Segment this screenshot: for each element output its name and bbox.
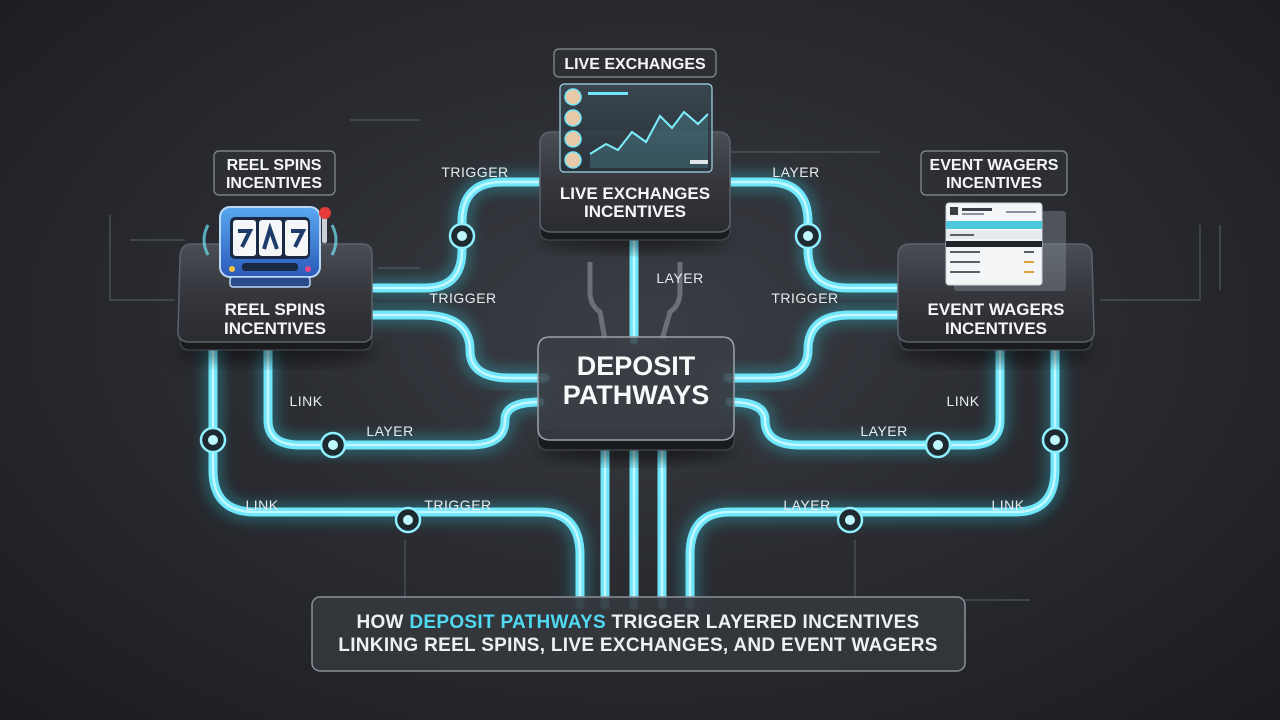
junction-dot [836, 506, 864, 534]
junction-dot [794, 222, 822, 250]
label-left-layer: LAYER [366, 423, 413, 439]
label-bottom-right-link: LINK [991, 497, 1024, 513]
event-title-line2: INCENTIVES [946, 175, 1042, 192]
junction-dot [924, 431, 952, 459]
junction-dot [448, 222, 476, 250]
live-chart-icon [559, 83, 713, 173]
center-wires [587, 262, 683, 341]
live-node-line2: INCENTIVES [584, 202, 686, 221]
live-node-line1: LIVE EXCHANGES [560, 184, 710, 203]
label-bottom-right-layer: LAYER [783, 497, 830, 513]
junction-dot [394, 506, 422, 534]
caption-line1-accent: DEPOSIT PATHWAYS [409, 612, 606, 633]
live-title: LIVE EXCHANGES [564, 56, 706, 73]
betting-slip-icon [945, 202, 1066, 291]
caption-box: HOW DEPOSIT PATHWAYS TRIGGER LAYERED INC… [311, 596, 966, 672]
center-line2: PATHWAYS [563, 380, 710, 410]
junction-dots [199, 222, 1069, 534]
slot-machine-icon [202, 206, 338, 288]
event-node-line1: EVENT WAGERS [928, 300, 1065, 319]
reel-title-line2: INCENTIVES [226, 175, 322, 192]
label-top-left-trigger: TRIGGER [441, 164, 508, 180]
caption-line2: LINKING REEL SPINS, LIVE EXCHANGES, AND … [338, 635, 937, 656]
connection-labels: TRIGGER LAYER LAYER TRIGGER TRIGGER LINK… [245, 164, 1024, 513]
label-mid-right-trigger: TRIGGER [771, 290, 838, 306]
junction-dot [199, 426, 227, 454]
label-top-right-layer: LAYER [772, 164, 819, 180]
flow-path [370, 313, 547, 380]
live-exchanges-title-box: LIVE EXCHANGES [553, 48, 717, 78]
reel-node-line2: INCENTIVES [224, 319, 326, 338]
label-bottom-left-trigger: TRIGGER [424, 497, 491, 513]
flow-path [726, 313, 907, 380]
label-right-layer: LAYER [860, 423, 907, 439]
caption-line1-prefix: HOW [356, 612, 409, 633]
reel-spins-title-box: REEL SPINS INCENTIVES [213, 150, 336, 196]
label-center-layer: LAYER [656, 270, 703, 286]
label-mid-left-trigger: TRIGGER [429, 290, 496, 306]
caption-line1: HOW DEPOSIT PATHWAYS TRIGGER LAYERED INC… [356, 612, 919, 633]
junction-dot [1041, 426, 1069, 454]
junction-dot [319, 431, 347, 459]
flow-path [688, 348, 1057, 607]
event-wagers-title-box: EVENT WAGERS INCENTIVES [920, 150, 1068, 196]
background-circuit-lines [109, 119, 1221, 601]
deposit-pathways-node[interactable]: DEPOSIT PATHWAYS [536, 336, 736, 460]
event-node-line2: INCENTIVES [945, 319, 1047, 338]
flow-path [728, 348, 1002, 447]
event-title-line1: EVENT WAGERS [930, 157, 1059, 174]
label-bottom-left-link: LINK [245, 497, 278, 513]
label-left-link: LINK [289, 393, 322, 409]
caption-line1-suffix: TRIGGER LAYERED INCENTIVES [606, 612, 920, 633]
label-right-link: LINK [946, 393, 979, 409]
reel-title-line1: REEL SPINS [227, 157, 322, 174]
reel-node-line1: REEL SPINS [225, 300, 326, 319]
flow-path [266, 348, 542, 447]
center-line1: DEPOSIT [577, 351, 696, 381]
flow-paths [203, 172, 1065, 615]
